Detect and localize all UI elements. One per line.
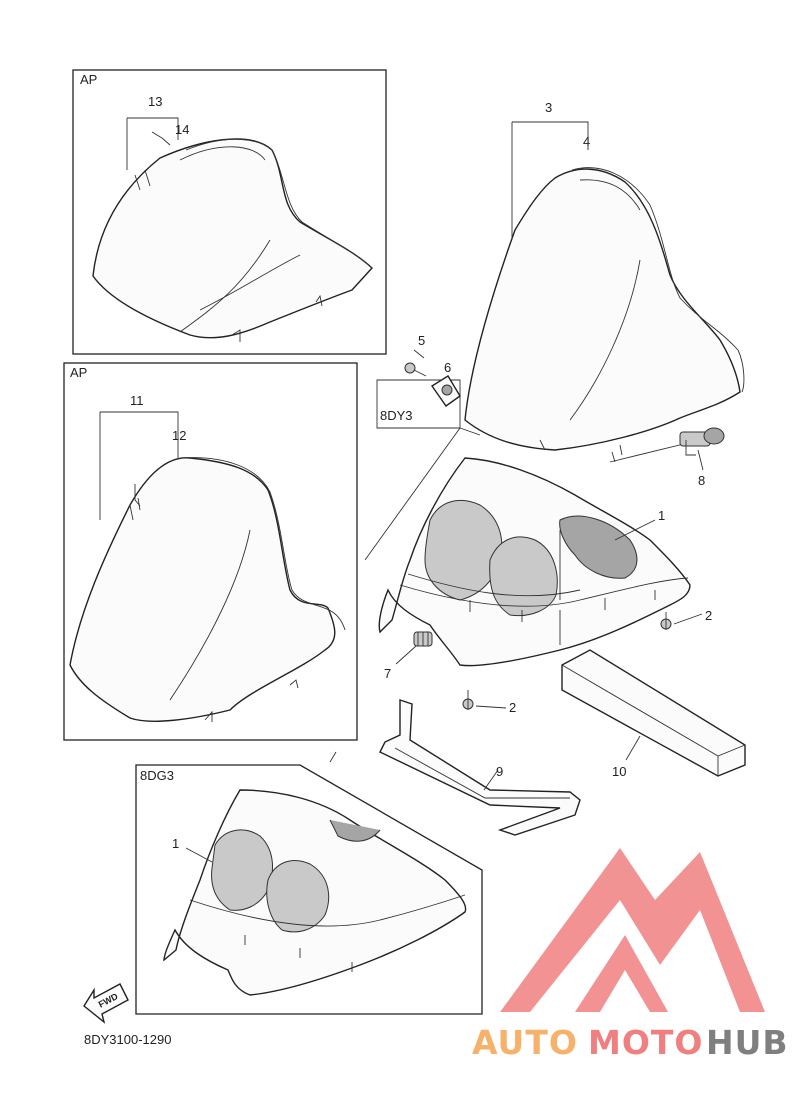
middle-ap-label: AP	[70, 365, 87, 380]
leader-1b	[185, 847, 213, 863]
8dy3-label: 8DY3	[380, 408, 413, 423]
callout-3: 3	[545, 100, 552, 115]
callout-10: 10	[612, 764, 626, 779]
windshield-13	[92, 131, 373, 342]
leader-11	[99, 411, 179, 520]
leader-8dy3	[364, 427, 481, 561]
callout-5: 5	[418, 333, 425, 348]
bolt-2a	[660, 612, 672, 630]
callout-13: 13	[148, 94, 162, 109]
leader-2b	[475, 705, 507, 709]
callout-11: 11	[130, 393, 144, 408]
watermark-logo-icon	[500, 848, 765, 1012]
top-ap-frame	[72, 69, 387, 355]
damper-10	[561, 649, 746, 777]
callout-2b: 2	[509, 700, 516, 715]
leader-3	[511, 121, 589, 240]
callout-12: 12	[172, 428, 186, 443]
callout-4: 4	[583, 134, 590, 149]
callout-2a: 2	[705, 608, 712, 623]
leader-9	[483, 769, 499, 791]
leader-5	[413, 349, 425, 359]
callout-8: 8	[698, 473, 705, 488]
leader-2a	[673, 613, 703, 625]
seal-9	[379, 699, 581, 836]
cowling-1	[378, 457, 691, 667]
bolt-2b	[462, 690, 474, 710]
cowling-1-8dg3	[163, 789, 467, 996]
leader-7	[395, 645, 417, 665]
washer-6	[431, 375, 461, 407]
screw-5	[404, 362, 427, 377]
8dg3-pointer	[329, 751, 337, 763]
8dg3-label: 8DG3	[140, 768, 174, 783]
callout-6: 6	[444, 360, 451, 375]
top-ap-label: AP	[80, 72, 97, 87]
clip-8	[679, 427, 725, 456]
diagram-code: 8DY3100-1290	[84, 1032, 171, 1047]
leader-13	[126, 117, 179, 170]
grommet-7	[413, 631, 433, 647]
callout-1: 1	[658, 508, 665, 523]
middle-ap-frame	[63, 362, 358, 741]
callout-1b: 1	[172, 836, 179, 851]
windshield-3	[464, 167, 745, 463]
watermark-auto: AUTO	[472, 1023, 578, 1062]
callout-7: 7	[384, 666, 391, 681]
leader-10	[625, 735, 641, 761]
fwd-arrow-icon: FWD	[83, 983, 129, 1024]
callout-9: 9	[496, 764, 503, 779]
8dg3-frame	[135, 764, 483, 1015]
leader-8	[697, 449, 704, 471]
windshield-11	[69, 457, 346, 722]
watermark-moto: MOTO	[588, 1023, 703, 1062]
watermark-hub: HUB	[706, 1023, 789, 1062]
leader-1	[614, 519, 656, 541]
callout-14: 14	[175, 122, 189, 137]
